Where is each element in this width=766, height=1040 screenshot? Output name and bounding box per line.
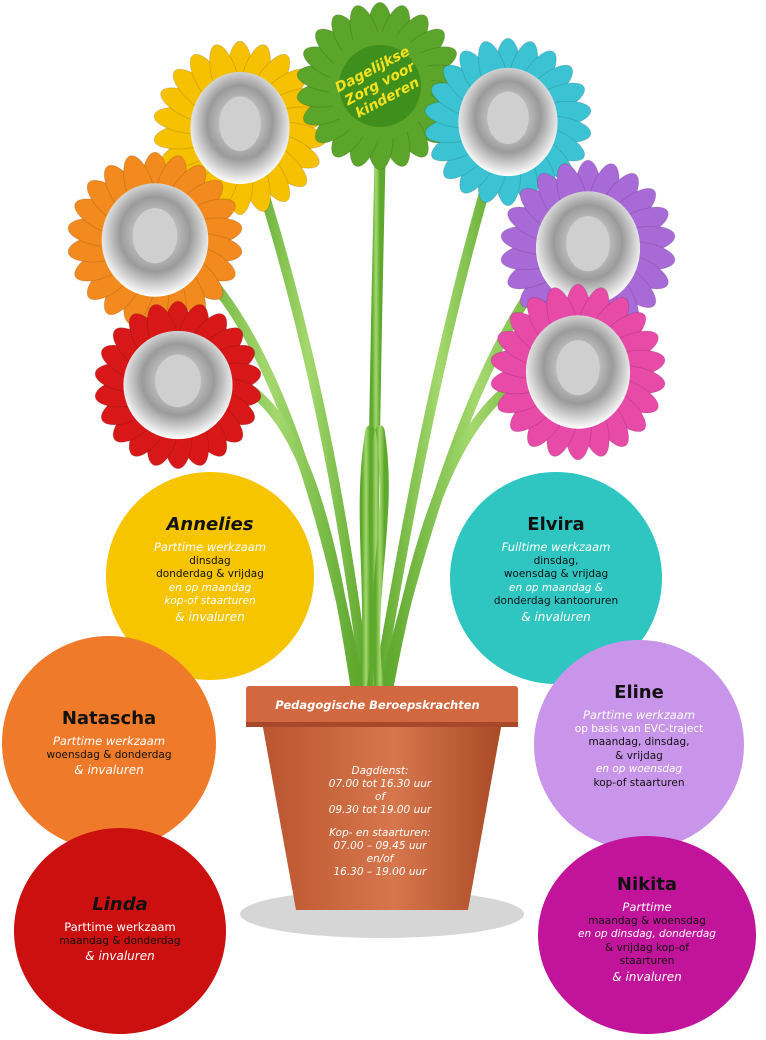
staff-line: Parttime werkzaam: [153, 540, 267, 554]
staff-card-nikita: Nikita Parttime maandag & woensdag en op…: [538, 836, 756, 1034]
staff-line: en op dinsdag, donderdag: [578, 928, 716, 940]
schedule-line: Dagdienst:: [351, 765, 409, 777]
schedule-line: Kop- en staarturen:: [329, 827, 431, 839]
face-silhouette: [556, 340, 600, 396]
flower-cyan: [424, 37, 592, 207]
pot-title: Pedagogische Beroepskrachten: [275, 698, 480, 712]
schedule-line: 07.00 – 09.45 uur: [333, 840, 427, 852]
staff-line: maandag & woensdag: [588, 914, 706, 927]
staff-card-eline: Eline Parttime werkzaam op basis van EVC…: [534, 640, 744, 850]
staff-line: woensdag & vrijdag: [503, 568, 609, 580]
staff-line: staarturen: [619, 955, 675, 967]
logo-inner-disc: [339, 45, 421, 127]
staff-line: en op woensdag: [595, 763, 683, 775]
staff-line: Fulltime werkzaam: [501, 540, 611, 554]
staff-line: maandag, dinsdag,: [588, 736, 690, 748]
staff-line: maandag & donderdag: [59, 934, 181, 947]
staff-name: Eline: [614, 682, 664, 703]
face-silhouette: [132, 208, 178, 264]
staff-line: Parttime werkzaam: [52, 734, 166, 748]
staff-card-linda: Linda Parttime werkzaam maandag & donder…: [14, 828, 226, 1034]
staff-line: op basis van EVC-traject: [574, 722, 704, 735]
staff-name: Annelies: [166, 514, 254, 535]
staff-name: Nikita: [616, 874, 678, 895]
staff-line: en op maandag &: [509, 581, 603, 594]
face-silhouette: [487, 91, 529, 145]
staff-line: & vrijdag: [615, 749, 663, 762]
staff-line: kop-of staarturen: [164, 595, 256, 607]
staff-name: Linda: [92, 894, 148, 915]
face-silhouette: [155, 354, 201, 408]
staff-line: Parttime werkzaam: [64, 920, 176, 934]
staff-card-elvira: Elvira Fulltime werkzaam dinsdag, woensd…: [450, 472, 662, 684]
staff-line: & invaluren: [521, 609, 591, 624]
staff-line: Parttime: [622, 900, 672, 914]
schedule-line: en/of: [366, 853, 394, 865]
flower-pink: [490, 283, 666, 461]
staff-line: kop-of staarturen: [593, 776, 685, 789]
flower-pot: [246, 686, 518, 910]
staff-line: & vrijdag kop-of: [605, 941, 689, 954]
staff-line: & invaluren: [85, 949, 155, 963]
schedule-line: of: [374, 791, 386, 803]
staff-line: Parttime werkzaam: [582, 708, 696, 722]
schedule-line: 09.30 tot 19.00 uur: [328, 804, 432, 816]
staff-line: & invaluren: [74, 763, 144, 777]
staff-line: & invaluren: [175, 609, 245, 624]
schedule-line: [300, 817, 460, 827]
staff-line: donderdag kantooruren: [493, 595, 619, 607]
flower-green: [296, 1, 464, 171]
face-silhouette: [219, 96, 261, 151]
staff-name: Elvira: [527, 514, 585, 535]
staff-line: woensdag & donderdag: [46, 748, 172, 761]
schedule: Dagdienst: 07.00 tot 16.30 uur of 09.30 …: [300, 765, 460, 879]
staff-line: dinsdag,: [533, 554, 579, 567]
flower-red: [94, 300, 262, 470]
staff-line: en op maandag: [168, 581, 252, 594]
staff-line: & invaluren: [612, 969, 682, 984]
staff-line: donderdag & vrijdag: [156, 568, 264, 580]
staff-line: dinsdag: [189, 554, 231, 567]
staff-card-natascha: Natascha Parttime werkzaam woensdag & do…: [2, 636, 216, 850]
face-silhouette: [566, 216, 610, 272]
schedule-line: 16.30 – 19.00 uur: [333, 866, 427, 878]
schedule-line: 07.00 tot 16.30 uur: [328, 778, 432, 790]
staff-name: Natascha: [61, 708, 157, 729]
